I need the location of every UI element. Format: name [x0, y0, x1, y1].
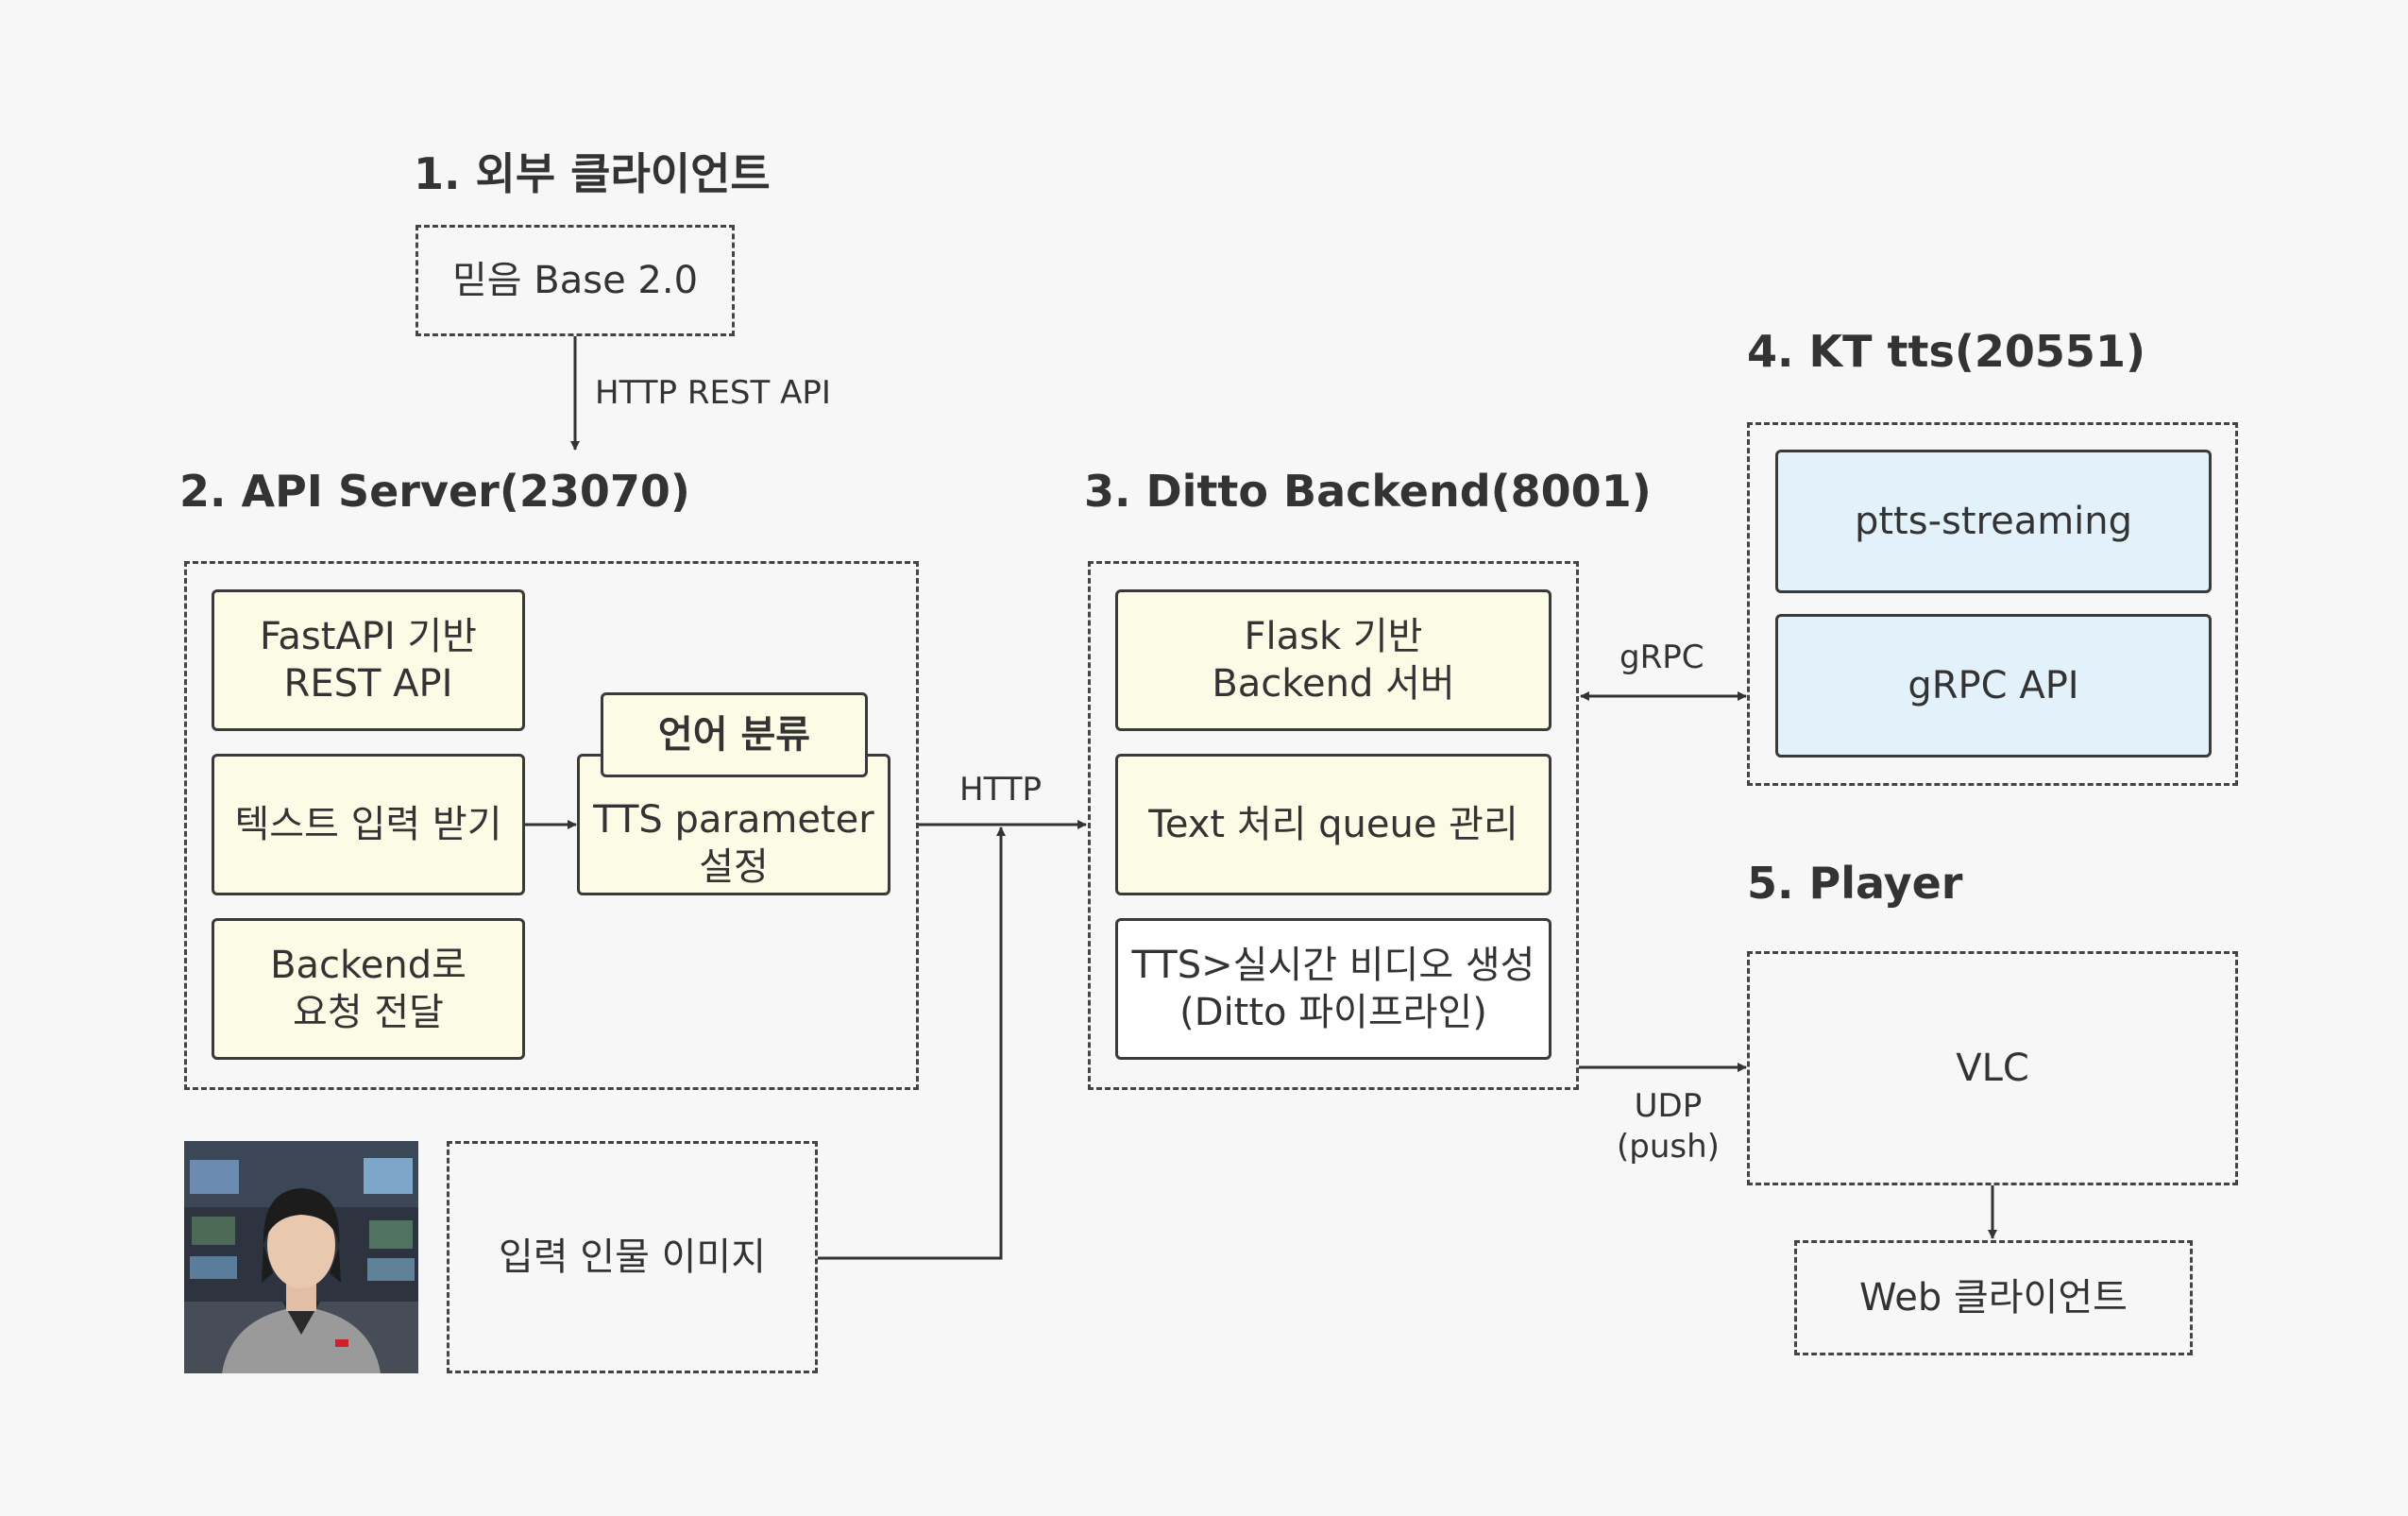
grpc-api-box: gRPC API — [1775, 614, 2212, 758]
vlc-label: VLC — [1956, 1047, 2029, 1090]
queue-management-box: Text 처리 queue 관리 — [1115, 754, 1552, 895]
video-generation-box: TTS>실시간 비디오 생성 (Ditto 파이프라인) — [1115, 918, 1552, 1060]
player-section-title: 5. Player — [1747, 858, 1963, 909]
api-server-container — [184, 561, 919, 1090]
vlc-box: VLC — [1747, 951, 2238, 1185]
ditto-backend-container — [1088, 561, 1579, 1090]
image-to-http-arrow — [818, 826, 1006, 1260]
kt-section-title: 4. KT tts(20551) — [1747, 326, 2145, 377]
http-rest-api-label: HTTP REST API — [595, 374, 831, 412]
ditto-section-title: 3. Ditto Backend(8001) — [1084, 466, 1652, 517]
person-image — [184, 1141, 418, 1373]
client-label: 믿음 Base 2.0 — [451, 259, 699, 302]
flask-backend-box: Flask 기반 Backend 서버 — [1115, 589, 1552, 731]
kt-tts-container — [1747, 422, 2238, 786]
language-classification-box: 언어 분류 — [601, 692, 868, 777]
ptts-streaming-box: ptts-streaming — [1775, 450, 2212, 593]
text-input-box: 텍스트 입력 받기 — [212, 754, 525, 895]
web-client-box: Web 클라이언트 — [1794, 1240, 2193, 1355]
web-client-label: Web 클라이언트 — [1859, 1276, 2128, 1320]
tts-parameter-box: TTS parameter 설정 — [577, 754, 890, 895]
fastapi-box: FastAPI 기반 REST API — [212, 589, 525, 731]
client-box: 믿음 Base 2.0 — [415, 225, 735, 336]
udp-push-label: UDP (push) — [1617, 1087, 1720, 1166]
http-label: HTTP — [959, 771, 1043, 809]
grpc-label: gRPC — [1619, 639, 1704, 676]
backend-request-box: Backend로 요청 전달 — [212, 918, 525, 1060]
input-image-box: 입력 인물 이미지 — [447, 1141, 818, 1373]
input-image-label: 입력 인물 이미지 — [498, 1235, 767, 1279]
api-section-title: 2. API Server(23070) — [179, 466, 690, 517]
client-section-title: 1. 외부 클라이언트 — [414, 148, 771, 199]
